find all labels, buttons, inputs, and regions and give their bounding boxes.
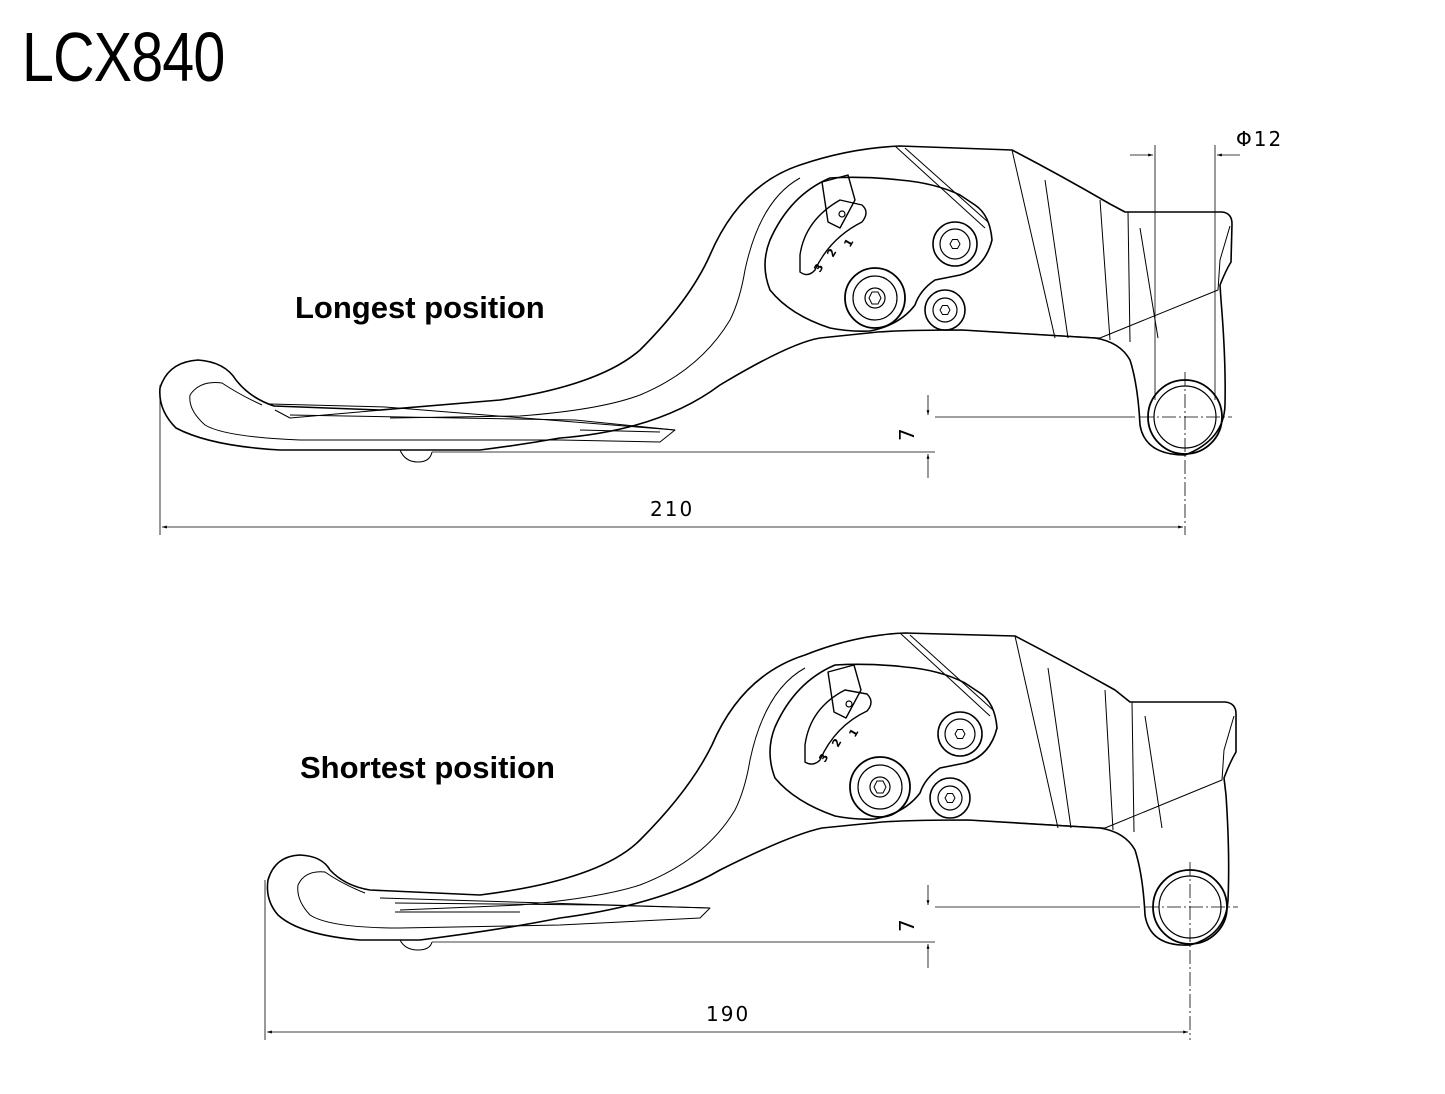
- lever-longest: [159, 145, 1233, 463]
- dim-offset-shortest: 7: [895, 919, 919, 932]
- dim-offset-longest: 7: [895, 428, 919, 441]
- product-code-title: LCX840: [22, 18, 225, 96]
- lever-outline-shortest: [266, 632, 1237, 946]
- dimensions-longest: [159, 145, 1240, 535]
- caption-longest-position: Longest position: [295, 290, 545, 325]
- lever-outline-longest: [159, 145, 1233, 456]
- dimensions-shortest: [264, 862, 1238, 1040]
- dim-length-longest: 210: [650, 497, 694, 521]
- dim-pivot-diameter: Φ12: [1236, 127, 1283, 151]
- caption-shortest-position: Shortest position: [300, 750, 555, 785]
- adjuster-mark-1: 1: [841, 236, 856, 249]
- adjuster-mark-1: 1: [846, 726, 861, 739]
- lever-shortest: [266, 632, 1237, 951]
- dim-length-shortest: 190: [706, 1002, 750, 1026]
- adjuster-mark-2: 2: [829, 736, 844, 749]
- adjuster-mark-2: 2: [824, 246, 839, 259]
